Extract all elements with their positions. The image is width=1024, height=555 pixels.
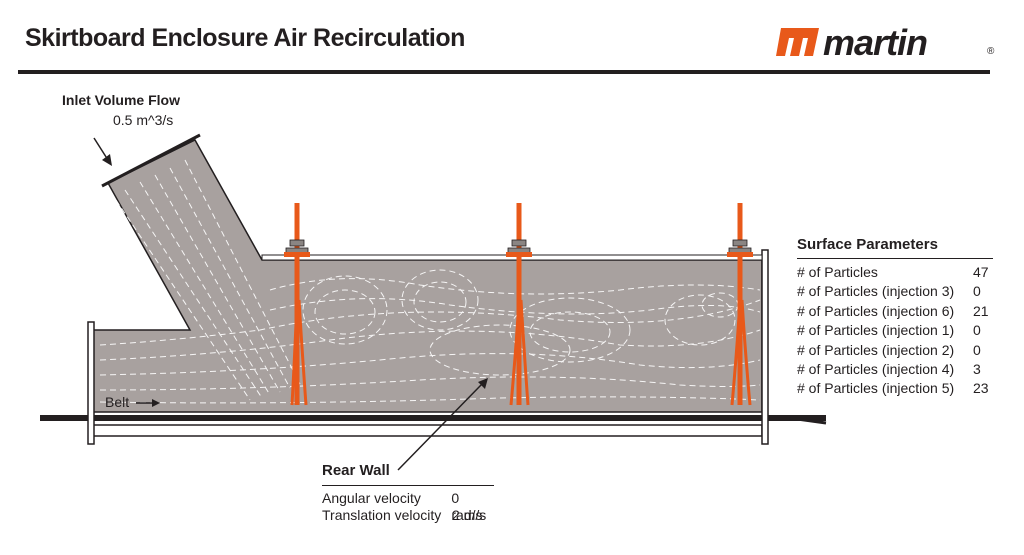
param-value: 47: [973, 264, 989, 280]
param-row: # of Particles (injection 6) 21: [797, 302, 993, 321]
param-value: 23: [973, 380, 989, 397]
rear-wall-row: Translation velocity 2 m/s: [322, 507, 494, 524]
rear-wall-panel: Rear Wall Angular velocity 0 rad/s Trans…: [322, 462, 494, 524]
inlet-flow-label: Inlet Volume Flow: [62, 92, 180, 108]
param-label: # of Particles (injection 5): [797, 380, 955, 397]
inlet-lip: [101, 133, 201, 188]
surface-parameters-title: Surface Parameters: [797, 236, 993, 259]
air-streamlines: [99, 159, 761, 404]
param-value: 0: [973, 341, 981, 358]
logo-wordmark: martin: [823, 22, 928, 63]
inlet-flow-value: 0.5 m^3/s: [113, 112, 174, 128]
belt-label: Belt: [105, 394, 130, 410]
param-row: # of Particles (injection 5) 23: [797, 379, 993, 398]
inlet-arrow: [93, 137, 112, 166]
rear-wall-label: Translation velocity: [322, 507, 442, 523]
right-end-plate: [761, 249, 769, 445]
rear-wall-label: Angular velocity: [322, 490, 421, 506]
belt-arrow: [136, 399, 160, 407]
param-row: # of Particles 47: [797, 263, 993, 282]
enclosure-floor: [92, 424, 763, 437]
param-value: 3: [973, 360, 981, 377]
param-row: # of Particles (injection 1) 0: [797, 321, 993, 340]
param-label: # of Particles (injection 1): [797, 322, 955, 339]
param-value: 0: [973, 283, 981, 300]
param-row: # of Particles (injection 4) 3: [797, 360, 993, 379]
rear-wall-arrow: [397, 378, 488, 471]
param-value: 21: [973, 302, 989, 319]
param-label: # of Particles (injection 4): [797, 360, 955, 377]
param-row: # of Particles (injection 2) 0: [797, 341, 993, 360]
skirt-clamps-orange: [284, 252, 753, 257]
rear-wall-value: 0 rad/s: [451, 490, 483, 523]
param-label: # of Particles: [797, 264, 878, 280]
page-title: Skirtboard Enclosure Air Recirculation: [25, 24, 465, 52]
martin-logo-mark-icon: [776, 28, 819, 56]
surface-parameters-panel: Surface Parameters # of Particles 47 # o…: [797, 236, 993, 399]
logo-registered-mark: ®: [987, 46, 995, 57]
title-divider: [18, 70, 990, 74]
param-value: 0: [973, 322, 981, 339]
left-end-plate: [87, 321, 95, 445]
rear-wall-row: Angular velocity 0 rad/s: [322, 490, 494, 523]
rear-wall-value: 2 m/s: [452, 507, 487, 523]
skirt-posts: [290, 203, 752, 406]
rear-wall-title: Rear Wall: [322, 462, 494, 486]
enclosure-body: [91, 139, 763, 413]
param-row: # of Particles (injection 3) 0: [797, 282, 993, 301]
param-label: # of Particles (injection 3): [797, 283, 955, 300]
martin-logo: martin ®: [775, 20, 997, 63]
param-label: # of Particles (injection 2): [797, 341, 955, 358]
param-label: # of Particles (injection 6): [797, 302, 955, 319]
belt-edge: [789, 416, 827, 425]
